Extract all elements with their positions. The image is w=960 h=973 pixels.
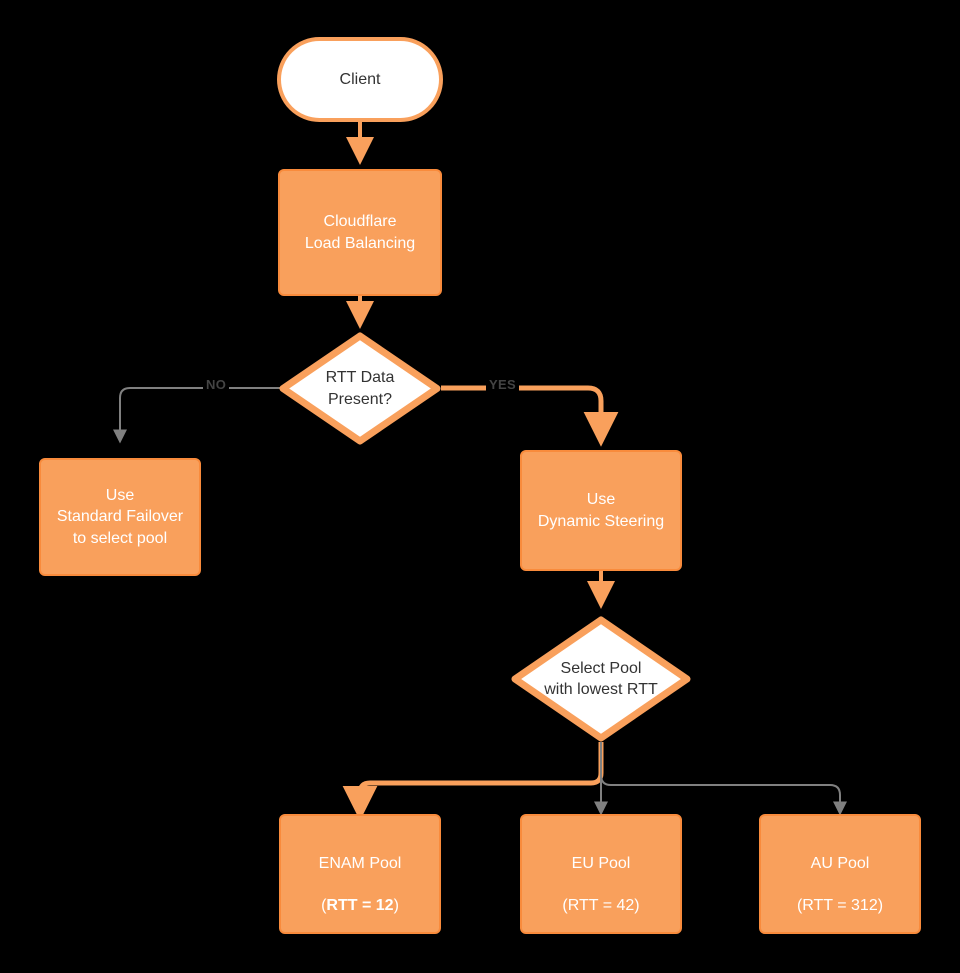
node-eu-pool-rtt: (RTT = 42) [562,897,640,915]
node-standard-failover-label: Use Standard Failover to select pool [56,487,184,547]
node-rtt-check[interactable]: RTT Data Present? [279,332,441,445]
node-eu-pool[interactable]: EU Pool (RTT = 42) [520,814,682,934]
node-au-pool[interactable]: AU Pool (RTT = 312) [759,814,921,934]
node-standard-failover[interactable]: Use Standard Failover to select pool [39,458,201,576]
node-enam-pool-rtt-open: ( [321,897,327,915]
node-dynamic-steering[interactable]: Use Dynamic Steering [520,450,682,571]
edge-yes-to-dynamic-steering [441,385,619,447]
edge-label-yes-text: YES [489,377,516,392]
select-pool-diamond-shape [511,616,691,742]
node-rtt-check-label: RTT Data Present? [325,369,395,408]
node-enam-pool-label: ENAM Pool (RTT = 12) [319,832,402,916]
node-eu-pool-label: EU Pool (RTT = 42) [562,832,639,916]
node-load-balancing-label: Cloudflare Load Balancing [304,213,416,252]
node-client[interactable]: Client [277,37,443,122]
node-eu-pool-name: EU Pool [571,854,631,872]
node-client-label: Client [339,70,381,88]
node-select-pool-label: Select Pool with lowest RTT [544,659,658,698]
edge-label-no-text: NO [206,377,227,392]
node-enam-pool-rtt-close: ) [393,897,399,915]
node-au-pool-rtt: (RTT = 312) [796,897,884,915]
edge-label-no: NO [203,377,230,392]
node-enam-pool-rtt-value: RTT = 12 [326,897,394,915]
node-enam-pool[interactable]: ENAM Pool (RTT = 12) [279,814,441,934]
node-au-pool-name: AU Pool [810,854,870,872]
node-load-balancing[interactable]: Cloudflare Load Balancing [278,169,442,296]
rtt-check-diamond-shape [279,332,441,445]
node-au-pool-label: AU Pool (RTT = 312) [797,832,883,916]
node-enam-pool-name: ENAM Pool [318,854,402,872]
node-dynamic-steering-label: Use Dynamic Steering [537,491,665,530]
edge-select-pool-to-enam [342,742,604,821]
edge-label-yes: YES [486,377,519,392]
node-select-pool[interactable]: Select Pool with lowest RTT [511,616,691,742]
edge-no-to-standard-failover [113,387,280,444]
edge-select-pool-to-au [600,742,847,816]
